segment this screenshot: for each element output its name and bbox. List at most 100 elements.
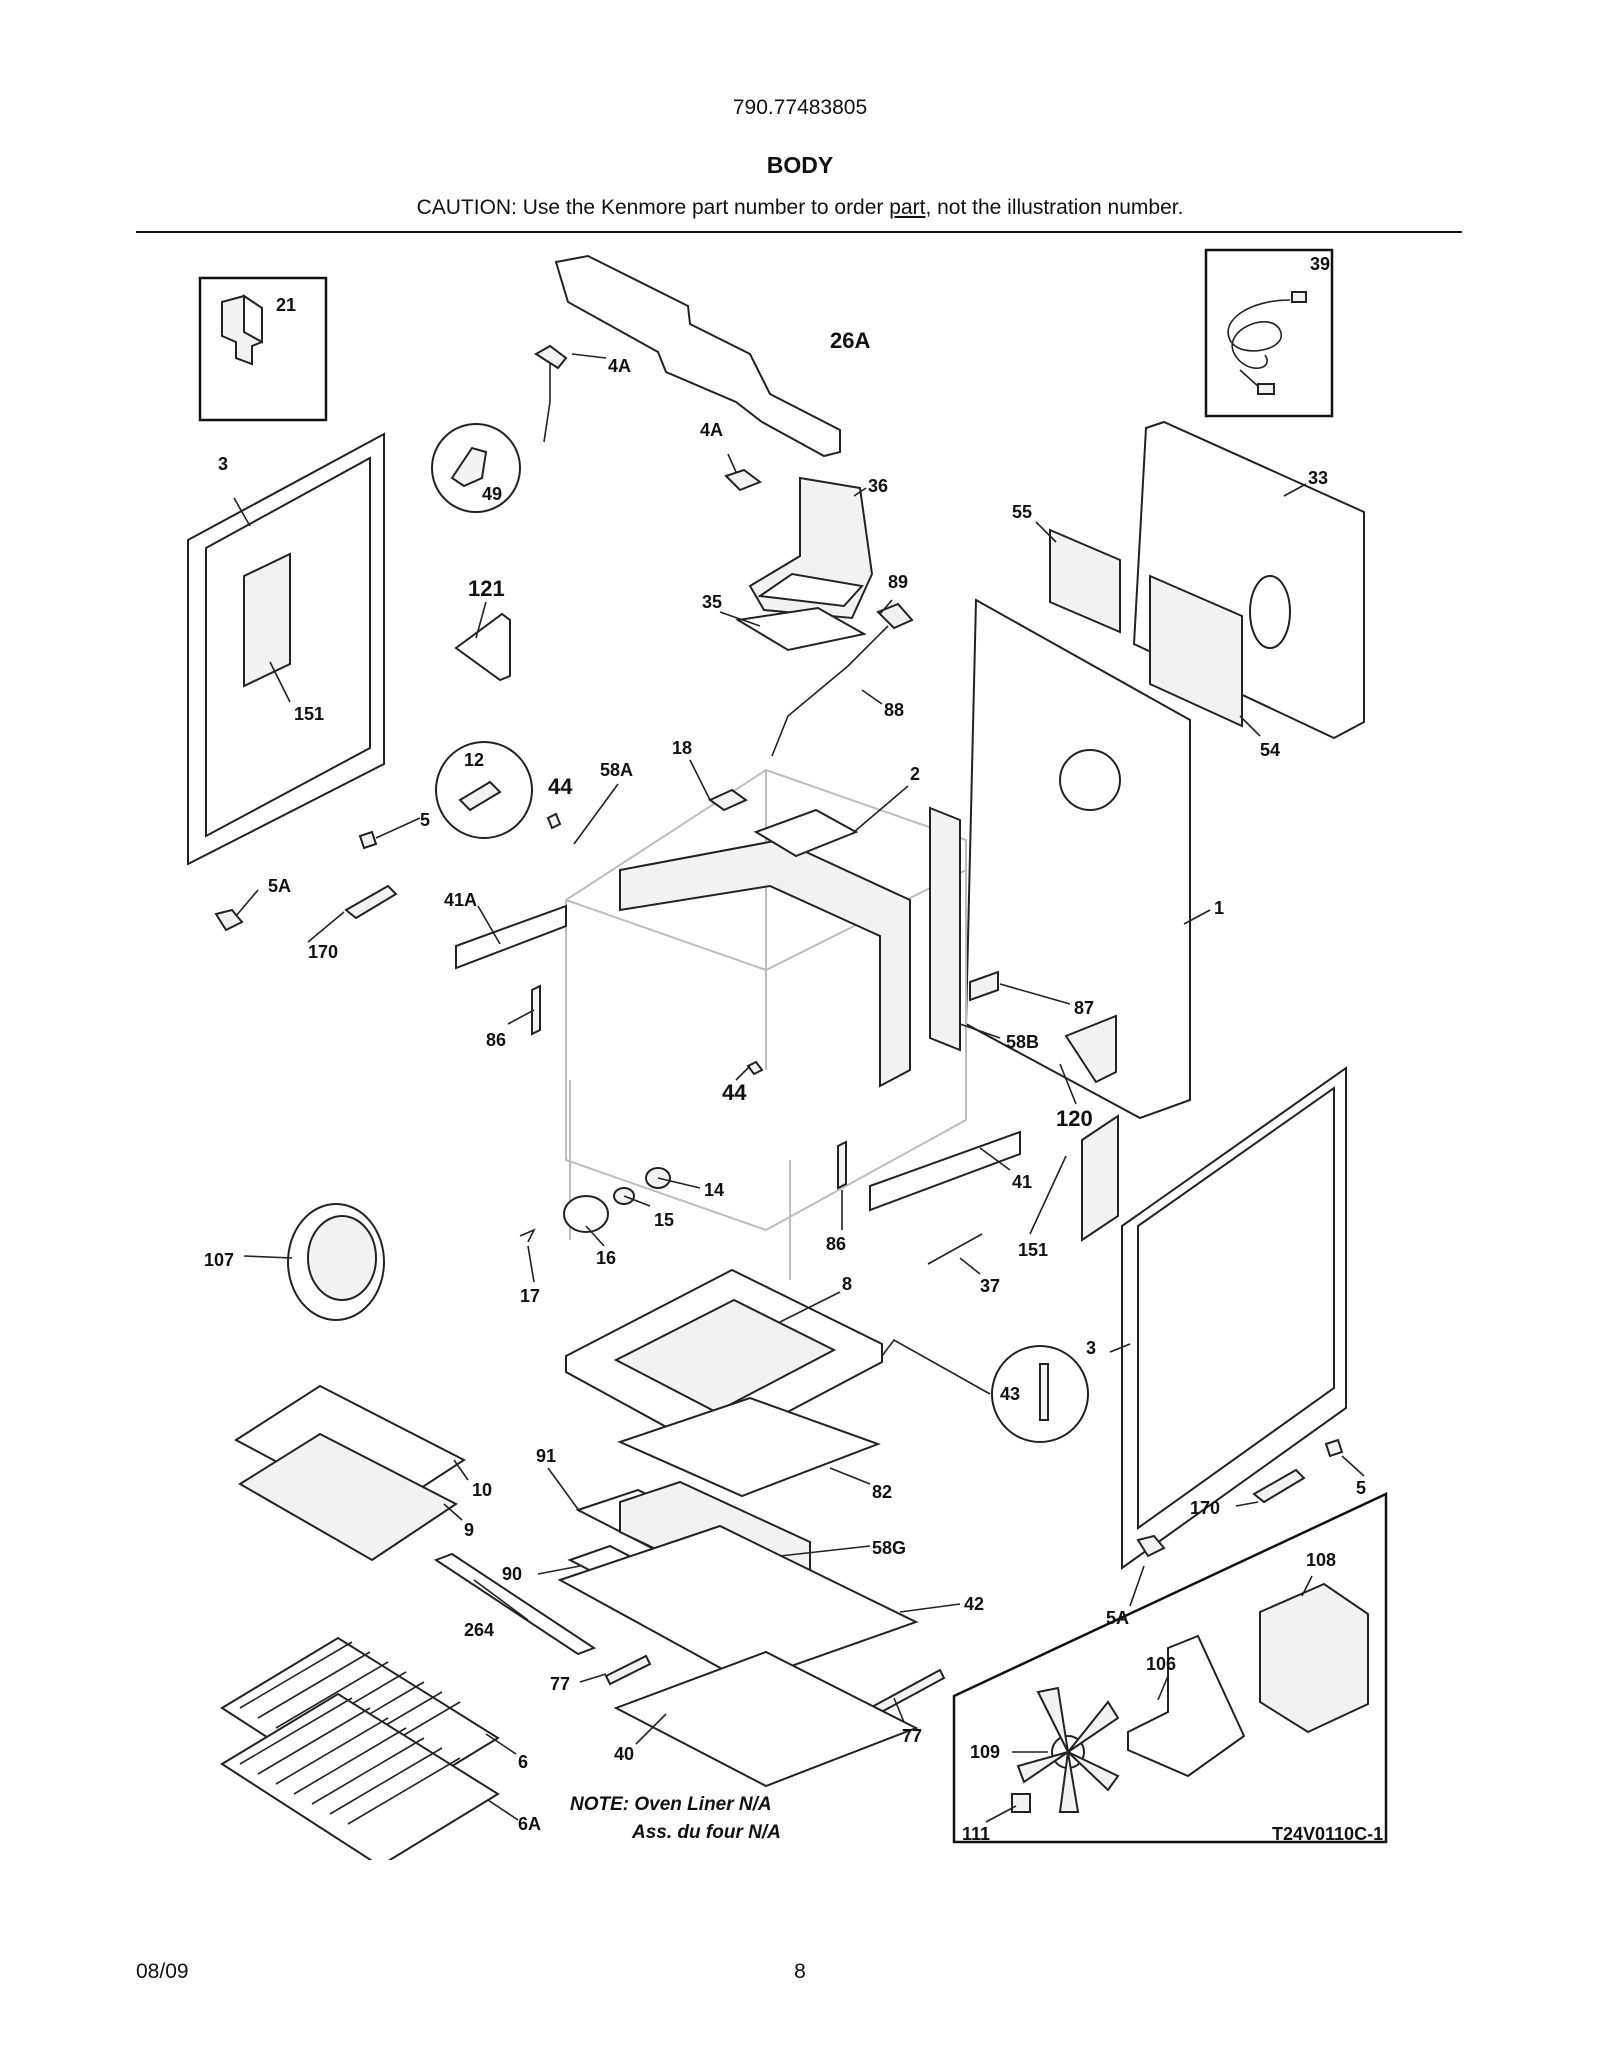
callout-40: 40 <box>614 1744 634 1764</box>
part-18 <box>708 788 748 812</box>
callout-111: 111 <box>962 1824 990 1844</box>
callout-5-left: 5 <box>420 810 430 830</box>
part-40 <box>613 1650 919 1788</box>
part-42 <box>557 1524 919 1684</box>
callout-12: 12 <box>464 750 484 770</box>
section-title: BODY <box>766 152 834 178</box>
callout-36: 36 <box>868 476 888 496</box>
part-87 <box>969 970 999 1002</box>
callout-107: 107 <box>204 1250 234 1270</box>
callout-106: 106 <box>1146 1654 1176 1674</box>
part-37 <box>927 1233 983 1265</box>
callout-17: 17 <box>520 1286 540 1306</box>
part-89 <box>876 602 914 630</box>
callout-58b: 58B <box>1006 1032 1039 1052</box>
callout-6a: 6A <box>518 1814 541 1834</box>
part-107-fan-cover <box>287 1203 385 1321</box>
callout-15: 15 <box>654 1210 674 1230</box>
callout-49: 49 <box>482 484 502 504</box>
callout-41: 41 <box>1012 1172 1032 1192</box>
part-5a-right <box>1136 1534 1166 1558</box>
inset-part-39 <box>1204 248 1334 418</box>
footer-date: 08/09 <box>136 1960 189 1983</box>
callout-37: 37 <box>980 1276 1000 1296</box>
leader-lines <box>233 353 1365 1823</box>
callout-42: 42 <box>964 1594 984 1614</box>
callout-108: 108 <box>1306 1550 1336 1570</box>
callout-21: 21 <box>276 295 296 315</box>
part-2 <box>753 808 859 858</box>
callout-54: 54 <box>1260 740 1280 760</box>
part-170-right <box>1252 1468 1306 1504</box>
part-120 <box>1064 1014 1117 1084</box>
callout-151-right: 151 <box>1018 1240 1048 1260</box>
callout-18: 18 <box>672 738 692 758</box>
callout-86-mid: 86 <box>826 1234 846 1254</box>
caution-suffix: , not the illustration number. <box>925 196 1184 219</box>
part-151-right <box>1081 1114 1119 1242</box>
part-16-lamp-cover <box>563 1195 609 1233</box>
part-5a-left <box>214 908 244 932</box>
callout-3-left: 3 <box>218 454 228 474</box>
callout-6: 6 <box>518 1752 528 1772</box>
callout-10: 10 <box>472 1480 492 1500</box>
detail-circle-12 <box>435 741 533 839</box>
part-44-upper <box>546 812 562 830</box>
caution-note: CAUTION: Use the Kenmore part number to … <box>0 196 1600 220</box>
callout-86-left: 86 <box>486 1030 506 1050</box>
part-41a <box>455 904 567 970</box>
callout-58a: 58A <box>600 760 633 780</box>
callout-82: 82 <box>872 1482 892 1502</box>
part-4a-upper <box>534 344 568 370</box>
part-55 <box>1049 528 1121 634</box>
callout-77-right: 77 <box>902 1726 922 1746</box>
callout-5a-right: 5A <box>1106 1608 1129 1628</box>
part-111-nut <box>1011 1793 1031 1813</box>
part-121 <box>454 612 511 682</box>
convection-fan-inset <box>952 1492 1388 1844</box>
part-106-fan-bracket <box>1127 1634 1246 1778</box>
callout-labels: 21 39 26A 4A 4A 3 49 36 33 55 121 35 89 … <box>204 254 1366 1844</box>
callout-170-left: 170 <box>308 942 338 962</box>
part-109-fan-blade <box>1016 1686 1120 1813</box>
callout-4a-mid: 4A <box>700 420 723 440</box>
callout-44-upper: 44 <box>548 774 573 799</box>
header-rule <box>136 231 1462 233</box>
callout-170-right: 170 <box>1190 1498 1220 1518</box>
callout-26a: 26A <box>830 328 870 353</box>
callout-16: 16 <box>596 1248 616 1268</box>
callout-5a-left: 5A <box>268 876 291 896</box>
part-5-right <box>1324 1438 1344 1458</box>
part-151-left <box>243 552 291 688</box>
part-54 <box>1149 574 1243 728</box>
part-58b-insulation <box>929 806 961 1052</box>
part-82 <box>617 1396 881 1498</box>
footer-page-number: 8 <box>794 1960 806 1983</box>
callout-55: 55 <box>1012 502 1032 522</box>
part-264 <box>433 1552 597 1656</box>
callout-39: 39 <box>1310 254 1330 274</box>
caution-underlined: part <box>889 196 926 219</box>
note-oven-liner-fr: Ass. du four N/A <box>631 1822 781 1843</box>
part-88-wire <box>771 625 889 757</box>
callout-58g: 58G <box>872 1538 906 1558</box>
exploded-parts-diagram: 21 39 26A 4A 4A 3 49 36 33 55 121 35 89 … <box>187 248 1388 1860</box>
callout-120: 120 <box>1056 1106 1093 1131</box>
callout-5-right: 5 <box>1356 1478 1366 1498</box>
note-oven-liner: NOTE: Oven Liner N/A <box>570 1794 772 1815</box>
callout-109: 109 <box>970 1742 1000 1762</box>
part-35 <box>735 606 867 652</box>
part-170-left <box>344 884 398 920</box>
part-5-left <box>358 830 378 850</box>
callout-2: 2 <box>910 764 920 784</box>
part-26a <box>554 254 841 458</box>
drawing-code: T24V0110C-1 <box>1272 1824 1383 1844</box>
callout-44-mid: 44 <box>722 1080 747 1105</box>
callout-3-right: 3 <box>1086 1338 1096 1358</box>
callout-14: 14 <box>704 1180 724 1200</box>
part-1-back-panel <box>964 598 1191 1120</box>
callout-9: 9 <box>464 1520 474 1540</box>
part-44-mid <box>746 1060 764 1076</box>
callout-91: 91 <box>536 1446 556 1466</box>
callout-264: 264 <box>464 1620 494 1640</box>
